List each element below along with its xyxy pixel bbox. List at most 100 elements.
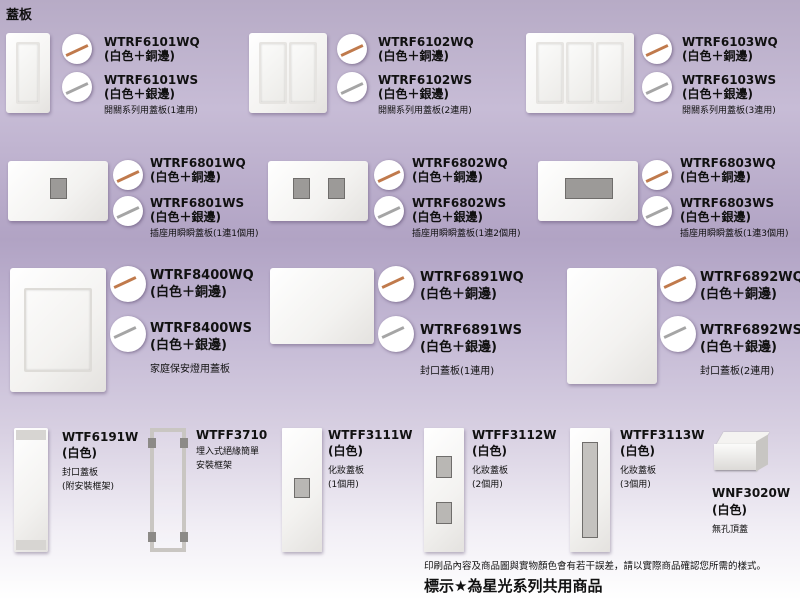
product-code: WTRF6801WS	[150, 196, 245, 210]
silver-edge-swatch	[660, 316, 696, 352]
product-code: WTRF6101WS	[104, 73, 199, 87]
silver-edge-swatch	[110, 316, 146, 352]
product-code: WTRF8400WQ	[150, 268, 254, 283]
product-code: WTFF3112W	[472, 428, 557, 442]
product-code: WTRF6803WQ	[680, 156, 776, 170]
color-label: (白色＋銀邊)	[682, 87, 753, 101]
product-description: 埋入式絕緣簡單	[196, 447, 260, 457]
silver-edge-swatch	[337, 72, 367, 102]
copper-edge-swatch	[374, 160, 404, 190]
color-label: (白色＋銀邊)	[412, 210, 483, 224]
copper-edge-swatch	[113, 160, 143, 190]
color-label: (白色)	[472, 444, 507, 458]
product-description: (3個用)	[620, 480, 651, 490]
product-code: WTFF3113W	[620, 428, 705, 442]
silver-edge-swatch	[378, 316, 414, 352]
color-label: (白色＋銅邊)	[378, 49, 449, 63]
product-code: WTRF6892WQ	[700, 270, 800, 285]
color-label: (白色＋銀邊)	[104, 87, 175, 101]
color-label: (白色)	[712, 503, 747, 517]
section-title: 蓋板	[6, 8, 33, 23]
product-description: 插座用瞬瞬蓋板(1連3個用)	[680, 229, 789, 239]
product-code: WTFF3111W	[328, 428, 413, 442]
product-description: 開關系列用蓋板(1連用)	[104, 106, 198, 116]
copper-edge-swatch	[110, 266, 146, 302]
product-code: WTRF6891WS	[420, 323, 522, 338]
product-code: WTF6191W	[62, 430, 139, 444]
plate-image	[14, 428, 48, 552]
product-description: 封口蓋板(2連用)	[700, 366, 775, 377]
silver-edge-swatch	[62, 72, 92, 102]
product-code: WTRF6892WS	[700, 323, 800, 338]
color-label: (白色＋銅邊)	[150, 285, 227, 300]
color-label: (白色＋銀邊)	[420, 340, 497, 355]
color-label: (白色)	[62, 446, 97, 460]
copper-edge-swatch	[337, 34, 367, 64]
product-code: WTRF6802WS	[412, 196, 507, 210]
product-description: (附安裝框架)	[62, 482, 115, 492]
plate-image	[268, 161, 368, 221]
product-description: 化妝蓋板	[472, 466, 509, 476]
silver-edge-swatch	[113, 196, 143, 226]
color-label: (白色＋銅邊)	[412, 170, 483, 184]
series-tagline: 標示★為星光系列共用商品	[424, 577, 603, 595]
copper-edge-swatch	[62, 34, 92, 64]
product-code: WTRF6103WS	[682, 73, 777, 87]
mounting-frame-image	[148, 428, 188, 552]
plate-image	[282, 428, 322, 552]
copper-edge-swatch	[660, 266, 696, 302]
product-description: 封口蓋板	[62, 468, 99, 478]
color-label: (白色)	[328, 444, 363, 458]
color-label: (白色＋銀邊)	[680, 210, 751, 224]
color-label: (白色＋銀邊)	[700, 340, 777, 355]
color-label: (白色＋銅邊)	[682, 49, 753, 63]
color-label: (白色＋銅邊)	[680, 170, 751, 184]
product-code: WTRF6801WQ	[150, 156, 246, 170]
plate-image	[270, 268, 374, 344]
product-code: WTRF6802WQ	[412, 156, 508, 170]
plate-image	[6, 33, 50, 113]
product-description: 家庭保安燈用蓋板	[150, 364, 230, 375]
color-label: (白色＋銀邊)	[150, 210, 221, 224]
copper-edge-swatch	[378, 266, 414, 302]
plate-image	[570, 428, 610, 552]
product-description: 開關系列用蓋板(3連用)	[682, 106, 776, 116]
product-code: WTRF6102WQ	[378, 35, 474, 49]
color-label: (白色＋銀邊)	[150, 338, 227, 353]
product-description: 開關系列用蓋板(2連用)	[378, 106, 472, 116]
product-description: (2個用)	[472, 480, 503, 490]
color-label: (白色＋銅邊)	[150, 170, 221, 184]
product-description: 插座用瞬瞬蓋板(1連2個用)	[412, 229, 521, 239]
color-label: (白色＋銅邊)	[104, 49, 175, 63]
product-description: 插座用瞬瞬蓋板(1連1個用)	[150, 229, 259, 239]
copper-edge-swatch	[642, 34, 672, 64]
silver-edge-swatch	[642, 196, 672, 226]
plate-image	[8, 161, 108, 221]
plate-image	[567, 268, 657, 384]
product-code: WTFF3710	[196, 428, 268, 442]
product-description: 封口蓋板(1連用)	[420, 366, 495, 377]
product-description: 無孔頂蓋	[712, 525, 749, 535]
silver-edge-swatch	[642, 72, 672, 102]
product-description: 安裝框架	[196, 461, 233, 471]
product-code: WTRF8400WS	[150, 321, 252, 336]
product-code: WTRF6891WQ	[420, 270, 524, 285]
product-code: WTRF6102WS	[378, 73, 473, 87]
product-description: (1個用)	[328, 480, 359, 490]
product-code: WTRF6803WS	[680, 196, 775, 210]
silver-edge-swatch	[374, 196, 404, 226]
color-label: (白色＋銅邊)	[420, 287, 497, 302]
product-description: 化妝蓋板	[328, 466, 365, 476]
plate-image	[526, 33, 634, 113]
disclaimer-note: 印刷品內容及商品圖與實物顏色會有若干誤差，請以實際商品確認您所需的樣式。	[424, 561, 767, 572]
product-code: WTRF6103WQ	[682, 35, 778, 49]
color-label: (白色＋銀邊)	[378, 87, 449, 101]
plate-image	[538, 161, 638, 221]
color-label: (白色)	[620, 444, 655, 458]
plate-image	[10, 268, 106, 392]
product-description: 化妝蓋板	[620, 466, 657, 476]
color-label: (白色＋銅邊)	[700, 287, 777, 302]
product-code: WTRF6101WQ	[104, 35, 200, 49]
blank-cap-image	[712, 432, 770, 472]
product-code: WNF3020W	[712, 486, 791, 500]
